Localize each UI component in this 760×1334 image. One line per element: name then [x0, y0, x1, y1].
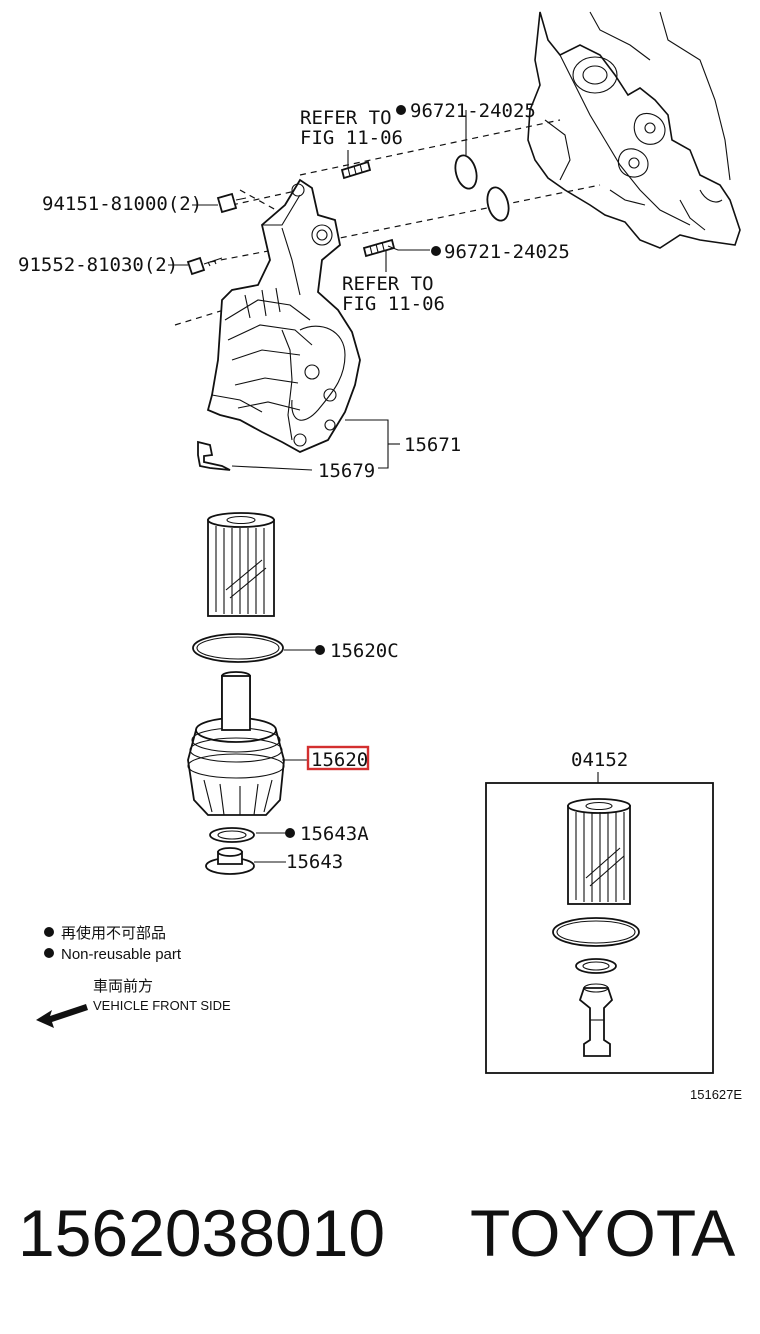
legend-front-en: VEHICLE FRONT SIDE: [93, 998, 231, 1013]
bolt-91552: [186, 256, 223, 276]
label-kit-04152: 04152: [571, 749, 628, 771]
bolt-94151: [216, 192, 247, 214]
o-ring-upper: [454, 154, 478, 190]
legend-dot-jp: [44, 927, 54, 937]
legend-nonreusable-jp: 再使用不可部品: [61, 925, 166, 942]
label-oring-lower: 96721-24025: [444, 241, 570, 263]
plate-15679-drawing: [197, 440, 231, 471]
refer-fig-mid-line2: FIG 11-06: [342, 293, 445, 315]
filter-cap-drawing: [187, 671, 285, 816]
label-bolt-91552: 91552-81030(2): [18, 254, 178, 276]
figure-id: 151627E: [690, 1087, 742, 1102]
drain-gasket-inner: [217, 830, 247, 840]
filter-element-drawing: [207, 512, 275, 617]
nonreusable-dot-oring-upper: [396, 105, 406, 115]
stud-lower: [362, 238, 396, 258]
nonreusable-dot-oring-lower: [431, 246, 441, 256]
o-ring-lower: [486, 186, 510, 222]
label-oring-upper: 96721-24025: [410, 100, 536, 122]
drain-gasket: [209, 827, 255, 843]
front-arrow-icon: [36, 1004, 88, 1028]
label-plate-15679: 15679: [318, 460, 375, 482]
refer-fig-top-line1: REFER TO: [300, 107, 392, 129]
legend-dot-en: [44, 948, 54, 958]
element-o-ring: [192, 633, 284, 663]
stud-upper: [340, 160, 372, 180]
label-filter-cap-15620: 15620: [311, 749, 368, 771]
label-drain-gasket-15643A: 15643A: [300, 823, 369, 845]
nonreusable-dot-15643A: [285, 828, 295, 838]
legend-front-jp: 車両前方: [93, 978, 153, 995]
element-o-ring-inner: [196, 636, 280, 660]
label-element-gasket-15620C: 15620C: [330, 640, 399, 662]
refer-fig-top-line2: FIG 11-06: [300, 127, 403, 149]
kit-box: [485, 772, 714, 1074]
label-bracket-15671: 15671: [404, 434, 461, 456]
engine-block-drawing: [527, 11, 741, 249]
label-drain-plug-15643: 15643: [286, 851, 343, 873]
nonreusable-dot-15620C: [315, 645, 325, 655]
drain-plug-drawing: [205, 847, 255, 875]
refer-fig-mid-line1: REFER TO: [342, 273, 434, 295]
footer-brand: TOYOTA: [470, 1196, 735, 1270]
leader-lines-upper: [168, 110, 467, 471]
highlight-box-15620: [306, 745, 370, 771]
legend-nonreusable-en: Non-reusable part: [61, 946, 182, 963]
footer-part-number: 1562038010: [18, 1196, 385, 1270]
oil-filter-bracket-drawing: [206, 178, 361, 454]
label-bolt-94151: 94151-81000(2): [42, 193, 202, 215]
